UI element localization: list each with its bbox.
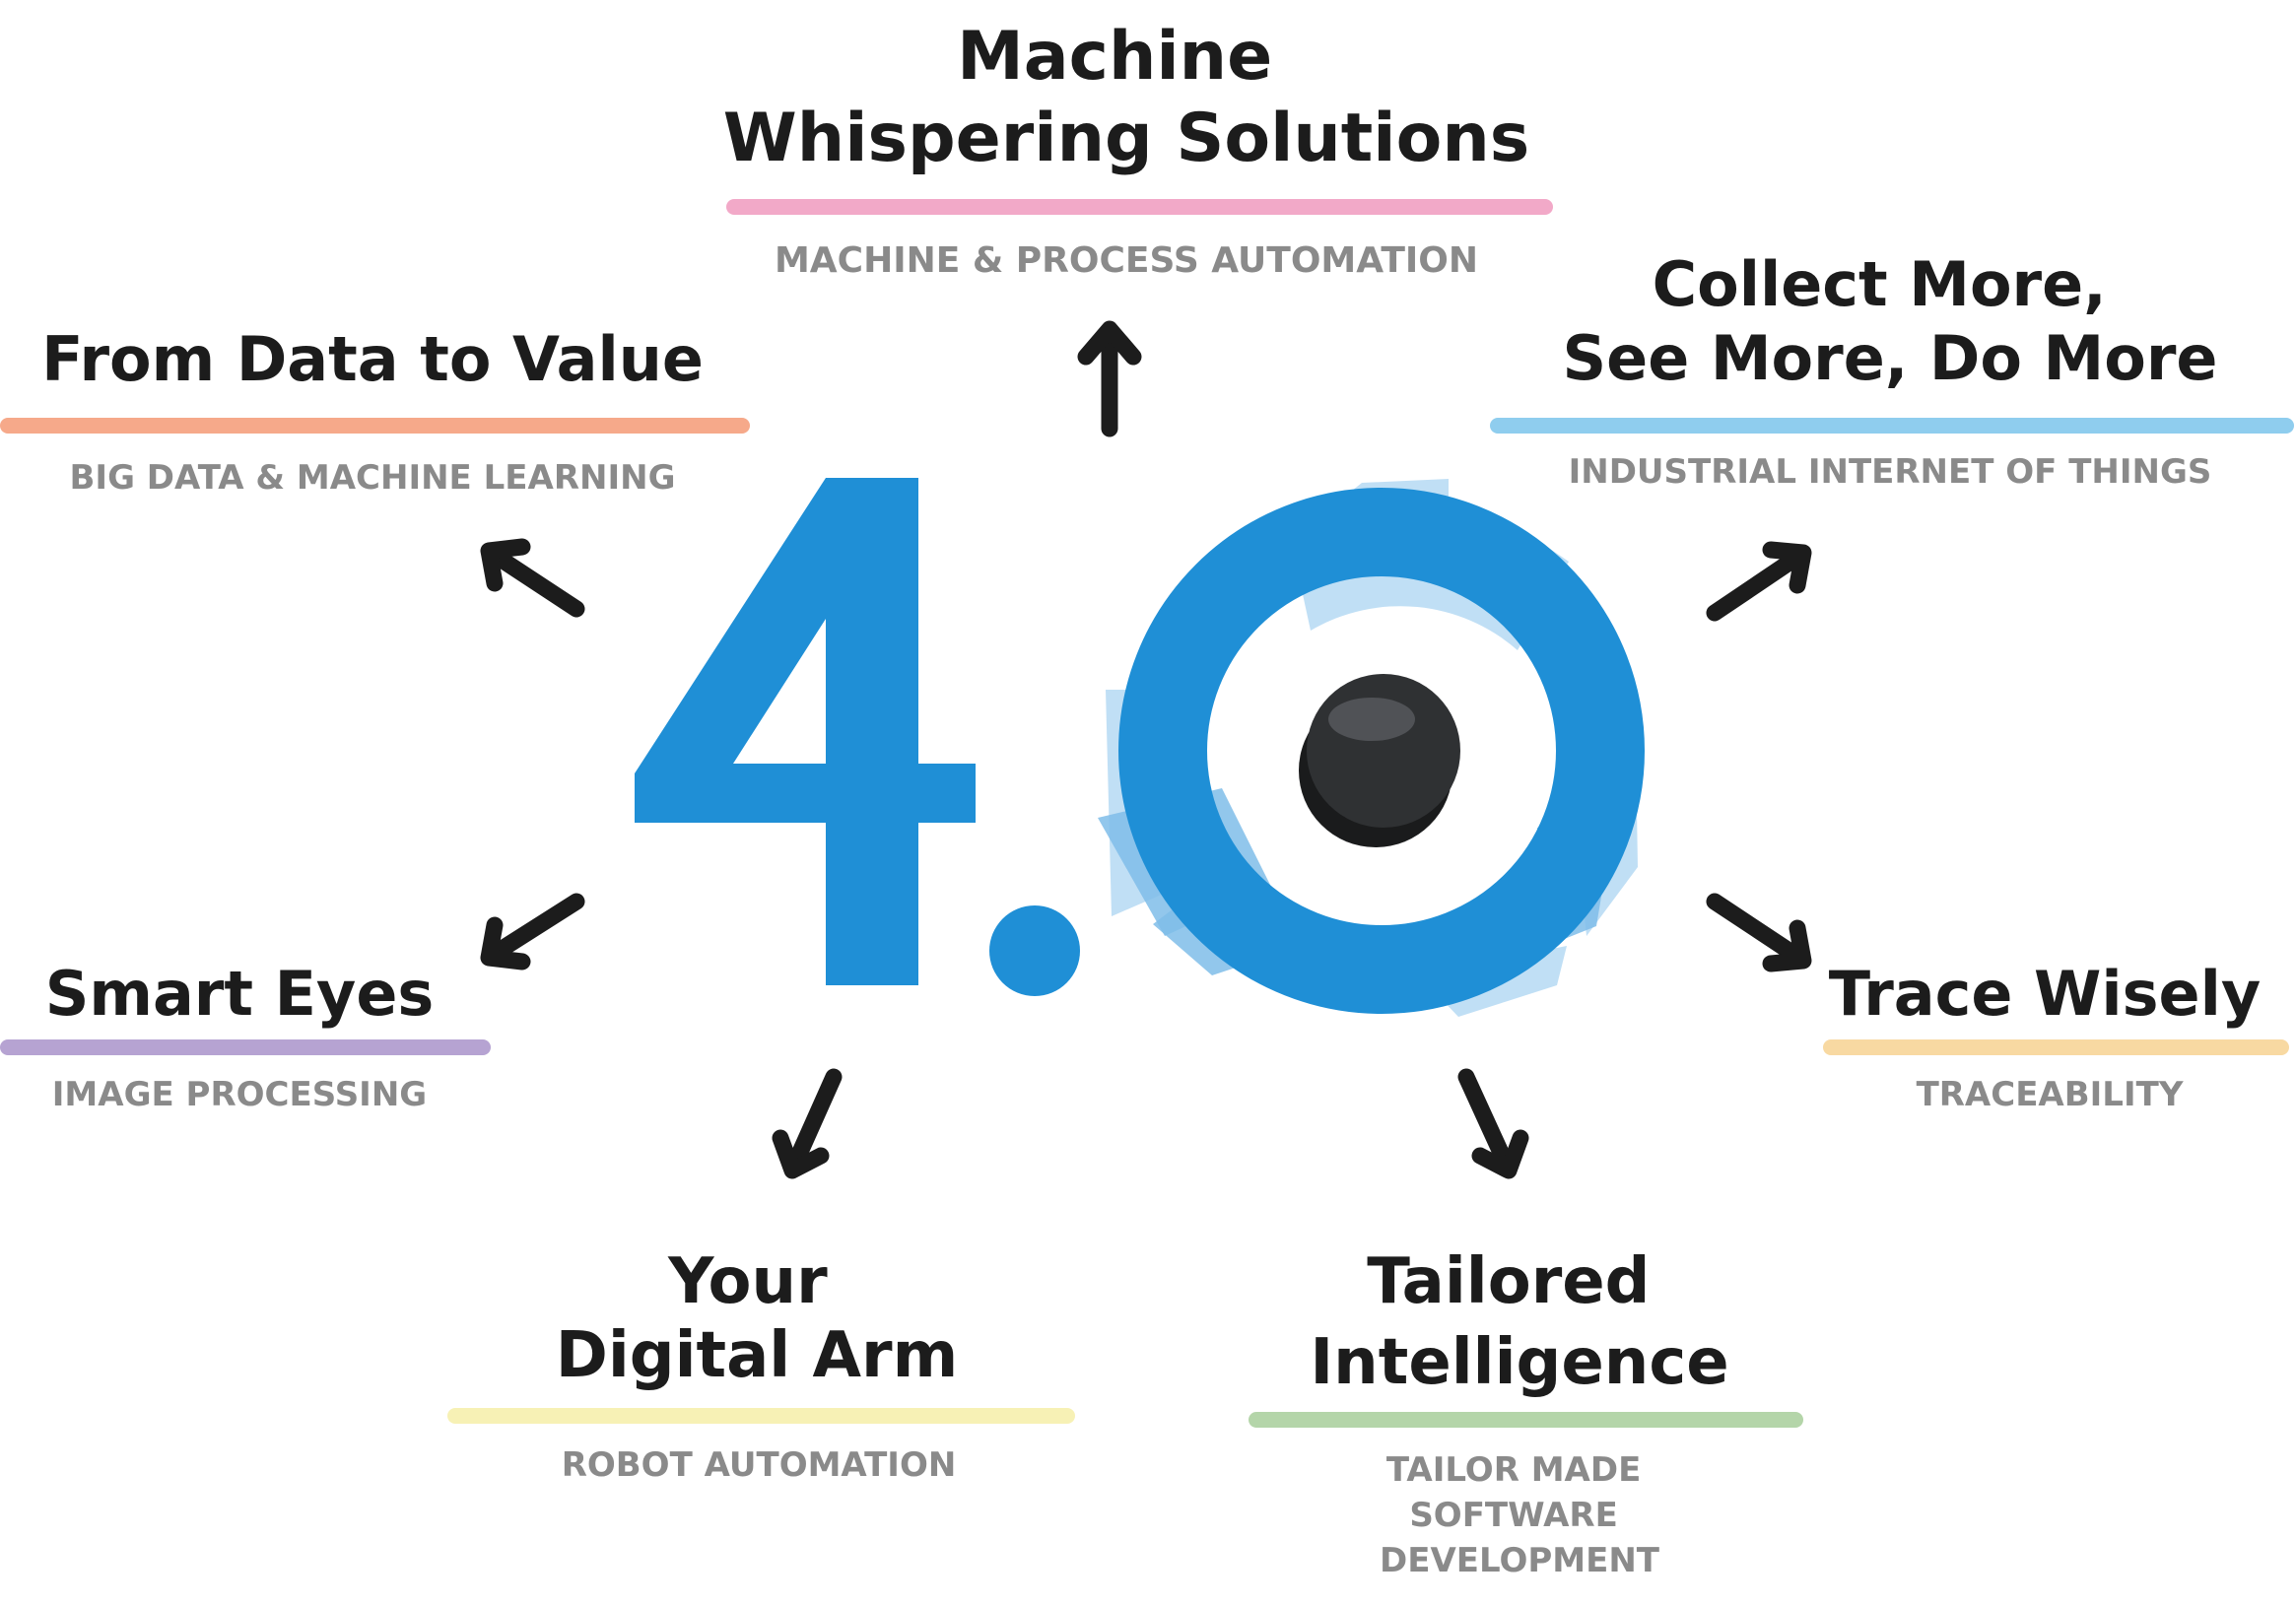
- arrow-down-left-lower: [772, 1068, 843, 1179]
- node-subtitle-line: SOFTWARE: [1409, 1496, 1618, 1535]
- node-subtitle-line: BIG DATA & MACHINE LEARNING: [70, 458, 676, 498]
- arrow-up: [1077, 320, 1142, 437]
- node-title: Tailored Intelligence: [1310, 1245, 1728, 1399]
- node-title: Trace Wisely: [1829, 958, 2262, 1030]
- node-title-line: Intelligence: [1310, 1326, 1728, 1399]
- node-title: Machine Whispering Solutions: [723, 18, 1529, 177]
- hub-decimal-dot: [989, 905, 1080, 996]
- node-title-line: From Data to Value: [41, 323, 704, 395]
- node-tailored-intelligence: Tailored Intelligence TAILOR MADE SOFTWA…: [1249, 1245, 1803, 1580]
- node-trace-wisely: Trace Wisely TRACEABILITY: [1823, 958, 2289, 1114]
- arrow-down-right-lower: [1457, 1068, 1529, 1179]
- node-title-line: Digital Arm: [556, 1319, 959, 1392]
- node-subtitle: INDUSTRIAL INTERNET OF THINGS: [1569, 452, 2212, 492]
- ring-main: [1118, 488, 1645, 1014]
- node-title-line: Machine: [957, 18, 1272, 96]
- node-title: From Data to Value: [41, 323, 704, 395]
- hub-logo: [635, 478, 1645, 1017]
- node-title-line: See More, Do More: [1563, 322, 2218, 394]
- node-subtitle-line: ROBOT AUTOMATION: [562, 1445, 957, 1485]
- node-title-line: Whispering Solutions: [723, 100, 1529, 177]
- arrow-up-right: [1706, 541, 1812, 622]
- node-subtitle-line: TRACEABILITY: [1917, 1075, 2184, 1114]
- sensor-eye: [1307, 674, 1460, 828]
- node-title-line: Your: [667, 1245, 828, 1318]
- node-subtitle-line: IMAGE PROCESSING: [52, 1075, 427, 1114]
- node-digital-arm: Your Digital Arm ROBOT AUTOMATION: [447, 1245, 1075, 1485]
- node-subtitle-line: MACHINE & PROCESS AUTOMATION: [775, 240, 1478, 281]
- node-title: Your Digital Arm: [556, 1245, 959, 1392]
- node-subtitle: IMAGE PROCESSING: [52, 1075, 427, 1114]
- node-title: Collect More, See More, Do More: [1563, 248, 2218, 394]
- node-title: Smart Eyes: [45, 958, 435, 1030]
- node-machine-whispering: Machine Whispering Solutions MACHINE & P…: [723, 18, 1553, 281]
- node-subtitle: BIG DATA & MACHINE LEARNING: [70, 458, 676, 498]
- node-data-to-value: From Data to Value BIG DATA & MACHINE LE…: [0, 323, 750, 498]
- node-subtitle: ROBOT AUTOMATION: [562, 1445, 957, 1485]
- node-smart-eyes: Smart Eyes IMAGE PROCESSING: [0, 958, 491, 1114]
- node-title-line: Smart Eyes: [45, 958, 435, 1030]
- node-subtitle: TAILOR MADE SOFTWARE DEVELOPMENT: [1380, 1450, 1660, 1580]
- arrow-up-left: [480, 538, 585, 618]
- node-subtitle: MACHINE & PROCESS AUTOMATION: [775, 240, 1478, 281]
- hub-ring: [1098, 479, 1645, 1017]
- node-subtitle-line: TAILOR MADE: [1386, 1450, 1642, 1490]
- arrow-down-left: [480, 893, 585, 970]
- node-subtitle-line: DEVELOPMENT: [1380, 1541, 1660, 1580]
- hub-digit-four: [635, 478, 976, 985]
- sensor-eye-highlight: [1328, 698, 1415, 741]
- arrow-down-right: [1706, 893, 1812, 972]
- node-subtitle: TRACEABILITY: [1917, 1075, 2184, 1114]
- node-subtitle-line: INDUSTRIAL INTERNET OF THINGS: [1569, 452, 2212, 492]
- node-title-line: Trace Wisely: [1829, 958, 2262, 1030]
- node-title-line: Collect More,: [1653, 248, 2107, 320]
- node-collect-more: Collect More, See More, Do More INDUSTRI…: [1490, 248, 2294, 492]
- node-title-line: Tailored: [1367, 1245, 1650, 1318]
